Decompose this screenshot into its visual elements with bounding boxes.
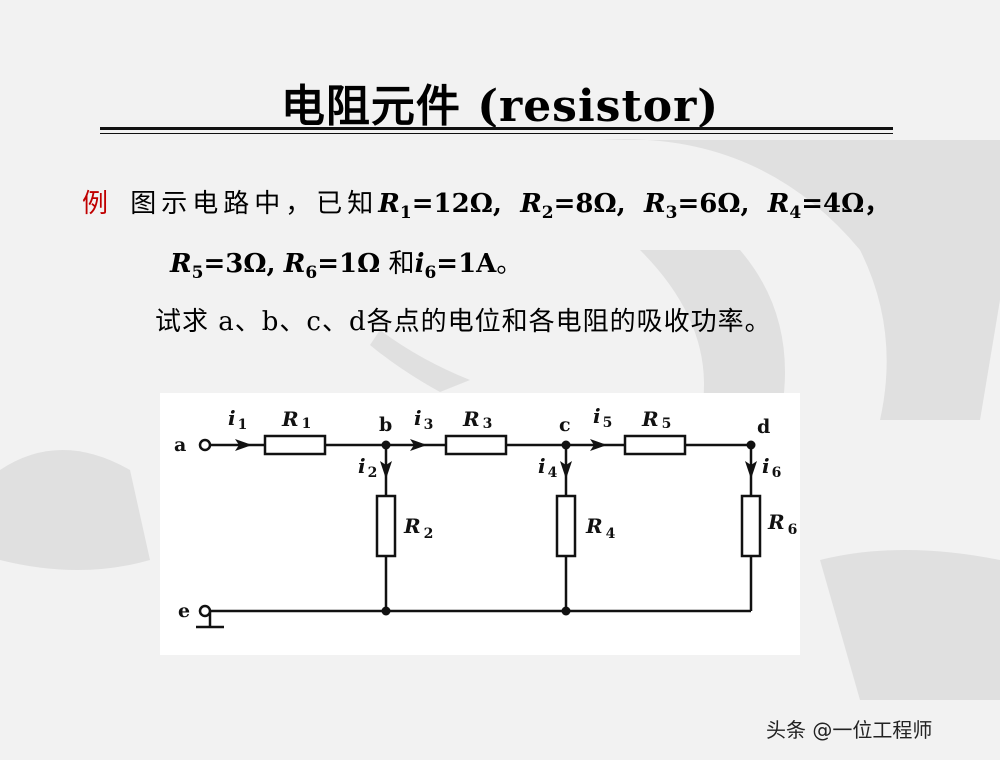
- label-i1-sub: 1: [238, 417, 248, 433]
- svg-text:R6: R6: [767, 510, 797, 538]
- arrow-i6-icon: [745, 461, 757, 479]
- line1-end: ，: [864, 189, 891, 219]
- node-label-c: c: [559, 414, 571, 436]
- node-label-e: e: [178, 600, 190, 622]
- svg-text:i4: i4: [538, 454, 558, 481]
- arrow-i5-icon: [590, 439, 607, 451]
- given-R1-val: =12Ω,: [411, 189, 502, 219]
- given-R1-sub: 1: [399, 203, 412, 223]
- example-label: 例: [82, 189, 109, 219]
- svg-text:i5: i5: [593, 404, 612, 431]
- problem-line-1: 例 图示电路中，已知R1=12Ω, R2=8Ω, R3=6Ω, R4=4Ω，: [82, 183, 891, 223]
- given-R4-sub: 4: [789, 203, 802, 223]
- line2-end: 。: [496, 249, 523, 279]
- arrow-i2-icon: [380, 461, 392, 479]
- title-divider: [100, 127, 893, 130]
- given-R5-val: =3Ω,: [203, 249, 276, 279]
- node-e-dot-2: [561, 606, 571, 616]
- resistor-R4: [555, 494, 577, 558]
- title-divider-thin: [100, 133, 893, 134]
- given-i6-sym: i: [414, 249, 425, 279]
- label-i2-sym: i: [358, 454, 366, 478]
- label-i2-sub: 2: [368, 465, 378, 481]
- svg-text:R3: R3: [462, 407, 492, 432]
- svg-text:R1: R1: [281, 407, 311, 432]
- given-i6-sub: 6: [424, 263, 437, 283]
- svg-text:R2: R2: [403, 514, 433, 542]
- svg-text:R4: R4: [585, 514, 616, 542]
- label-i6-sub: 6: [772, 465, 782, 481]
- label-i4-sub: 4: [548, 465, 558, 481]
- arrow-i4-icon: [560, 461, 572, 479]
- given-R3-sym: R: [643, 189, 666, 219]
- given-R3-sub: 3: [665, 203, 678, 223]
- arrow-i3-icon: [410, 439, 427, 451]
- label-R3-sub: 3: [483, 416, 493, 432]
- problem-question: 试求 a、b、c、d各点的电位和各电阻的吸收功率。: [155, 307, 772, 337]
- label-R3-sym: R: [462, 407, 480, 431]
- resistor-R2: [375, 494, 397, 558]
- node-b-dot: [381, 440, 391, 450]
- resistor-R6: [740, 494, 762, 558]
- watermark: 头条 @一位工程师: [766, 718, 933, 742]
- label-i6-sym: i: [762, 454, 770, 478]
- slide-title: 电阻元件 (resistor): [280, 81, 720, 132]
- terminal-a: [198, 438, 212, 452]
- svg-text:i2: i2: [358, 454, 377, 481]
- resistor-R5: [623, 434, 687, 456]
- problem-line-2: R5=3Ω, R6=1Ω 和i6=1A。: [170, 243, 523, 283]
- label-R5-sym: R: [641, 407, 659, 431]
- given-R1-sym: R: [378, 189, 400, 219]
- given-R5-sub: 5: [191, 263, 204, 283]
- given-R2-val: =8Ω,: [553, 189, 626, 219]
- label-i3-sub: 3: [424, 417, 434, 433]
- given-i6-val: =1A: [436, 249, 497, 279]
- label-R6-sub: 6: [788, 522, 798, 538]
- resistor-R1: [263, 434, 327, 456]
- label-i4-sym: i: [538, 454, 546, 478]
- given-R5-sym: R: [170, 249, 192, 279]
- label-R1-sub: 1: [302, 416, 312, 432]
- node-label-a: a: [174, 434, 186, 456]
- given-R6-sym: R: [283, 249, 306, 279]
- node-c-dot: [561, 440, 571, 450]
- label-i5-sub: 5: [603, 415, 613, 431]
- problem-intro: 图示电路中，已知: [130, 189, 379, 219]
- svg-text:R5: R5: [641, 407, 671, 432]
- given-R4-val: =4Ω: [801, 189, 865, 219]
- resistor-R3: [444, 434, 508, 456]
- given-R2-sub: 2: [541, 203, 554, 223]
- label-R6-sym: R: [767, 510, 785, 534]
- label-i1-sym: i: [228, 406, 236, 430]
- node-d-dot: [746, 440, 756, 450]
- arrow-i1-icon: [235, 439, 252, 451]
- svg-text:i3: i3: [414, 406, 433, 433]
- terminal-e: [198, 604, 212, 618]
- given-R4-sym: R: [767, 189, 790, 219]
- given-R3-val: =6Ω,: [677, 189, 750, 219]
- node-label-d: d: [757, 416, 770, 438]
- label-R4-sub: 4: [606, 526, 616, 542]
- node-label-b: b: [379, 414, 392, 436]
- label-R4-sym: R: [585, 514, 603, 538]
- given-R6-val: =1Ω: [317, 249, 381, 279]
- svg-text:i6: i6: [762, 454, 781, 481]
- label-R2-sym: R: [403, 514, 421, 538]
- given-R2-sym: R: [520, 189, 542, 219]
- label-i5-sym: i: [593, 404, 601, 428]
- node-e-dot-1: [381, 606, 391, 616]
- and-word: 和: [388, 249, 415, 279]
- label-i3-sym: i: [414, 406, 422, 430]
- label-R1-sym: R: [281, 407, 299, 431]
- svg-text:i1: i1: [228, 406, 247, 433]
- given-R6-sub: 6: [305, 263, 318, 283]
- label-R5-sub: 5: [662, 416, 672, 432]
- label-R2-sub: 2: [424, 526, 434, 542]
